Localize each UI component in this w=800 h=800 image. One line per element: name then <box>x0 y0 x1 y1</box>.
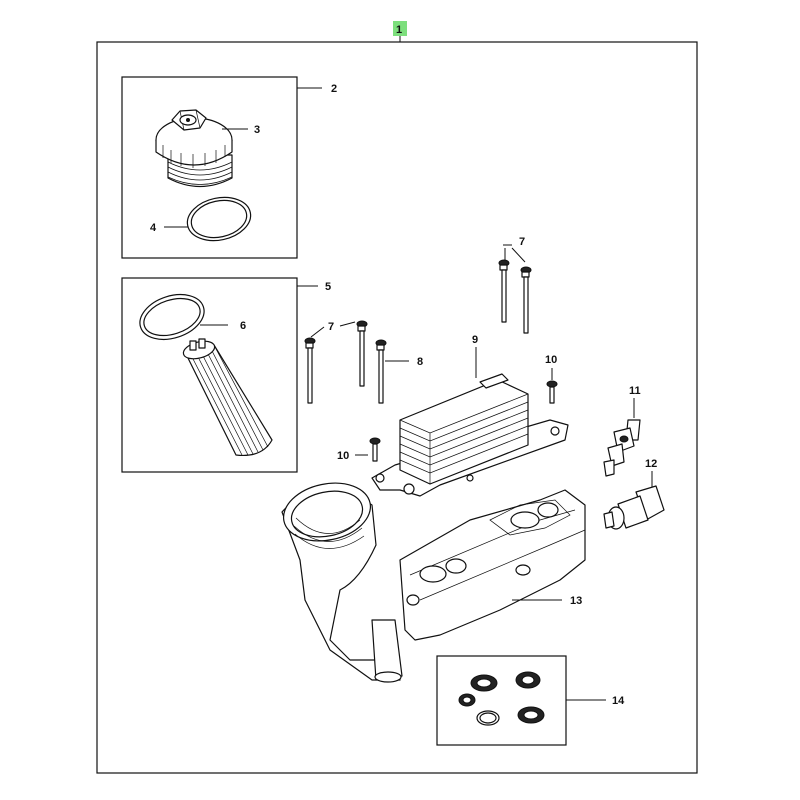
callout-14-label: 14 <box>612 695 625 707</box>
callout-1-highlight <box>393 21 407 36</box>
screw-left-part[interactable]: 10 <box>337 437 381 462</box>
callout-5-label[interactable]: 5 <box>325 281 331 293</box>
bolt-pair-upper[interactable]: 7 <box>498 236 532 334</box>
callout-9-label: 9 <box>472 334 478 346</box>
cap-group-box: 2 <box>121 76 337 259</box>
screw-right-part[interactable]: 10 <box>545 354 558 404</box>
filter-oring-part[interactable] <box>134 287 210 347</box>
callout-12-label: 12 <box>645 458 657 470</box>
callout-7-label-upper: 7 <box>519 236 525 248</box>
temperature-sensor-part[interactable]: 11 <box>603 385 641 477</box>
filter-housing-part[interactable]: 13 <box>278 475 586 683</box>
callout-4-label[interactable]: 4 <box>150 222 157 234</box>
callout-10-label-left: 10 <box>337 450 349 462</box>
filter-group-box: 5 <box>121 277 331 473</box>
callout-2-label[interactable]: 2 <box>331 83 337 95</box>
callout-1-label: 1 <box>396 24 402 36</box>
filter-cap-part[interactable]: 3 <box>155 109 260 187</box>
pressure-sensor-part[interactable]: 12 <box>603 458 665 530</box>
callout-10-label-right: 10 <box>545 354 557 366</box>
callout-8-label: 8 <box>417 356 423 368</box>
callout-13-label: 13 <box>570 595 582 607</box>
callout-3-label[interactable]: 3 <box>254 124 260 136</box>
callout-1-group[interactable]: 1 <box>393 21 407 42</box>
seal-kit-box[interactable]: 14 <box>436 655 625 746</box>
callout-11-label: 11 <box>629 385 641 397</box>
oil-cooler-part[interactable]: 9 <box>371 334 569 497</box>
bolt-long-part[interactable]: 8 <box>375 339 423 404</box>
callout-7-label-left: 7 <box>328 321 334 333</box>
assembly-frame <box>96 41 698 774</box>
filter-element-part[interactable]: 6 <box>181 320 273 457</box>
bolt-pair-left[interactable]: 7 <box>304 320 368 404</box>
callout-6-label[interactable]: 6 <box>240 320 246 332</box>
cap-oring-part[interactable]: 4 <box>150 192 255 246</box>
